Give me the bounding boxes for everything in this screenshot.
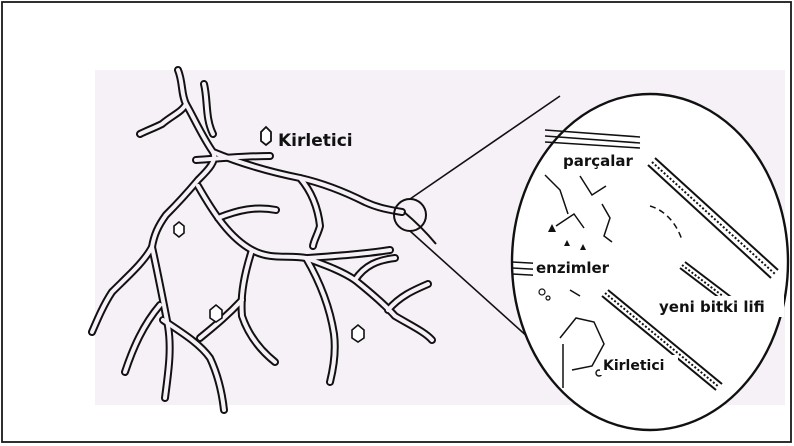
label-enzymes: enzimler [536,259,610,277]
label-new-fiber: yeni bitki lifi [659,298,765,316]
pollutant-particle [210,305,222,322]
pollutant-particle [352,325,364,342]
label-pollutant-main: Kirletici [278,131,353,151]
magnified-view: parçalar enzimler yeni bitki lifi Kirlet… [512,94,788,430]
label-pollutant-inset: Kirletici [603,358,664,374]
label-fragments: parçalar [563,152,634,170]
pollutant-legend-icon [261,127,271,145]
pollutant-particle [174,222,184,237]
